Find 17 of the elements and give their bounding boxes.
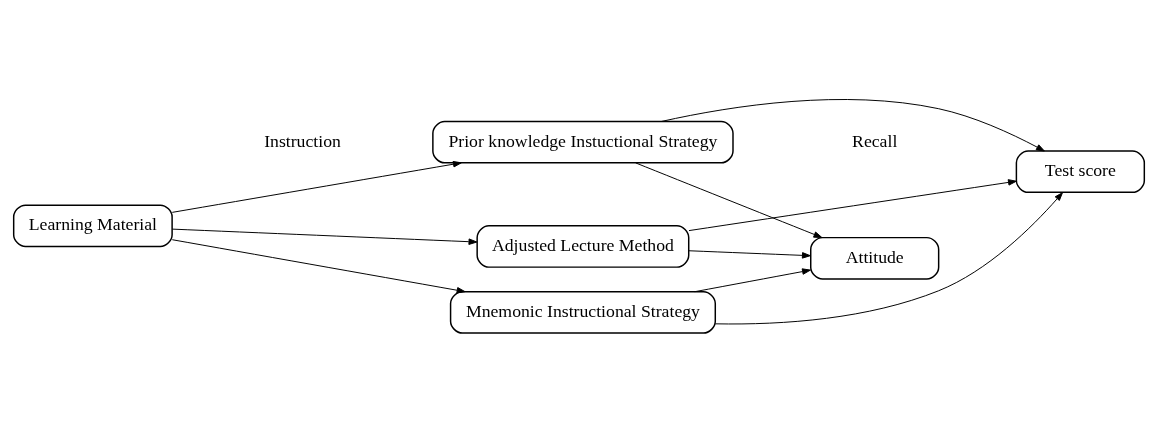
arrow xyxy=(694,268,811,293)
arrow xyxy=(715,192,1063,325)
label: Instruction xyxy=(264,130,341,151)
node-box: Attitude xyxy=(810,236,940,280)
arrow xyxy=(688,179,1017,232)
label: Recall xyxy=(852,130,898,151)
node-box: Mnemonic Instructional Strategy xyxy=(449,291,717,334)
node-box: Adjusted Lecture Method xyxy=(476,225,690,268)
arrow xyxy=(171,228,478,245)
arrow xyxy=(688,250,811,259)
node-box: Prior knowledge Instuctional Strategy xyxy=(432,120,734,164)
arrow xyxy=(171,239,466,294)
arrow xyxy=(661,99,1045,152)
node-box: Learning Material xyxy=(12,204,173,248)
node-box: Test score xyxy=(1015,150,1146,194)
arrow xyxy=(635,162,823,238)
arrow xyxy=(171,160,462,213)
